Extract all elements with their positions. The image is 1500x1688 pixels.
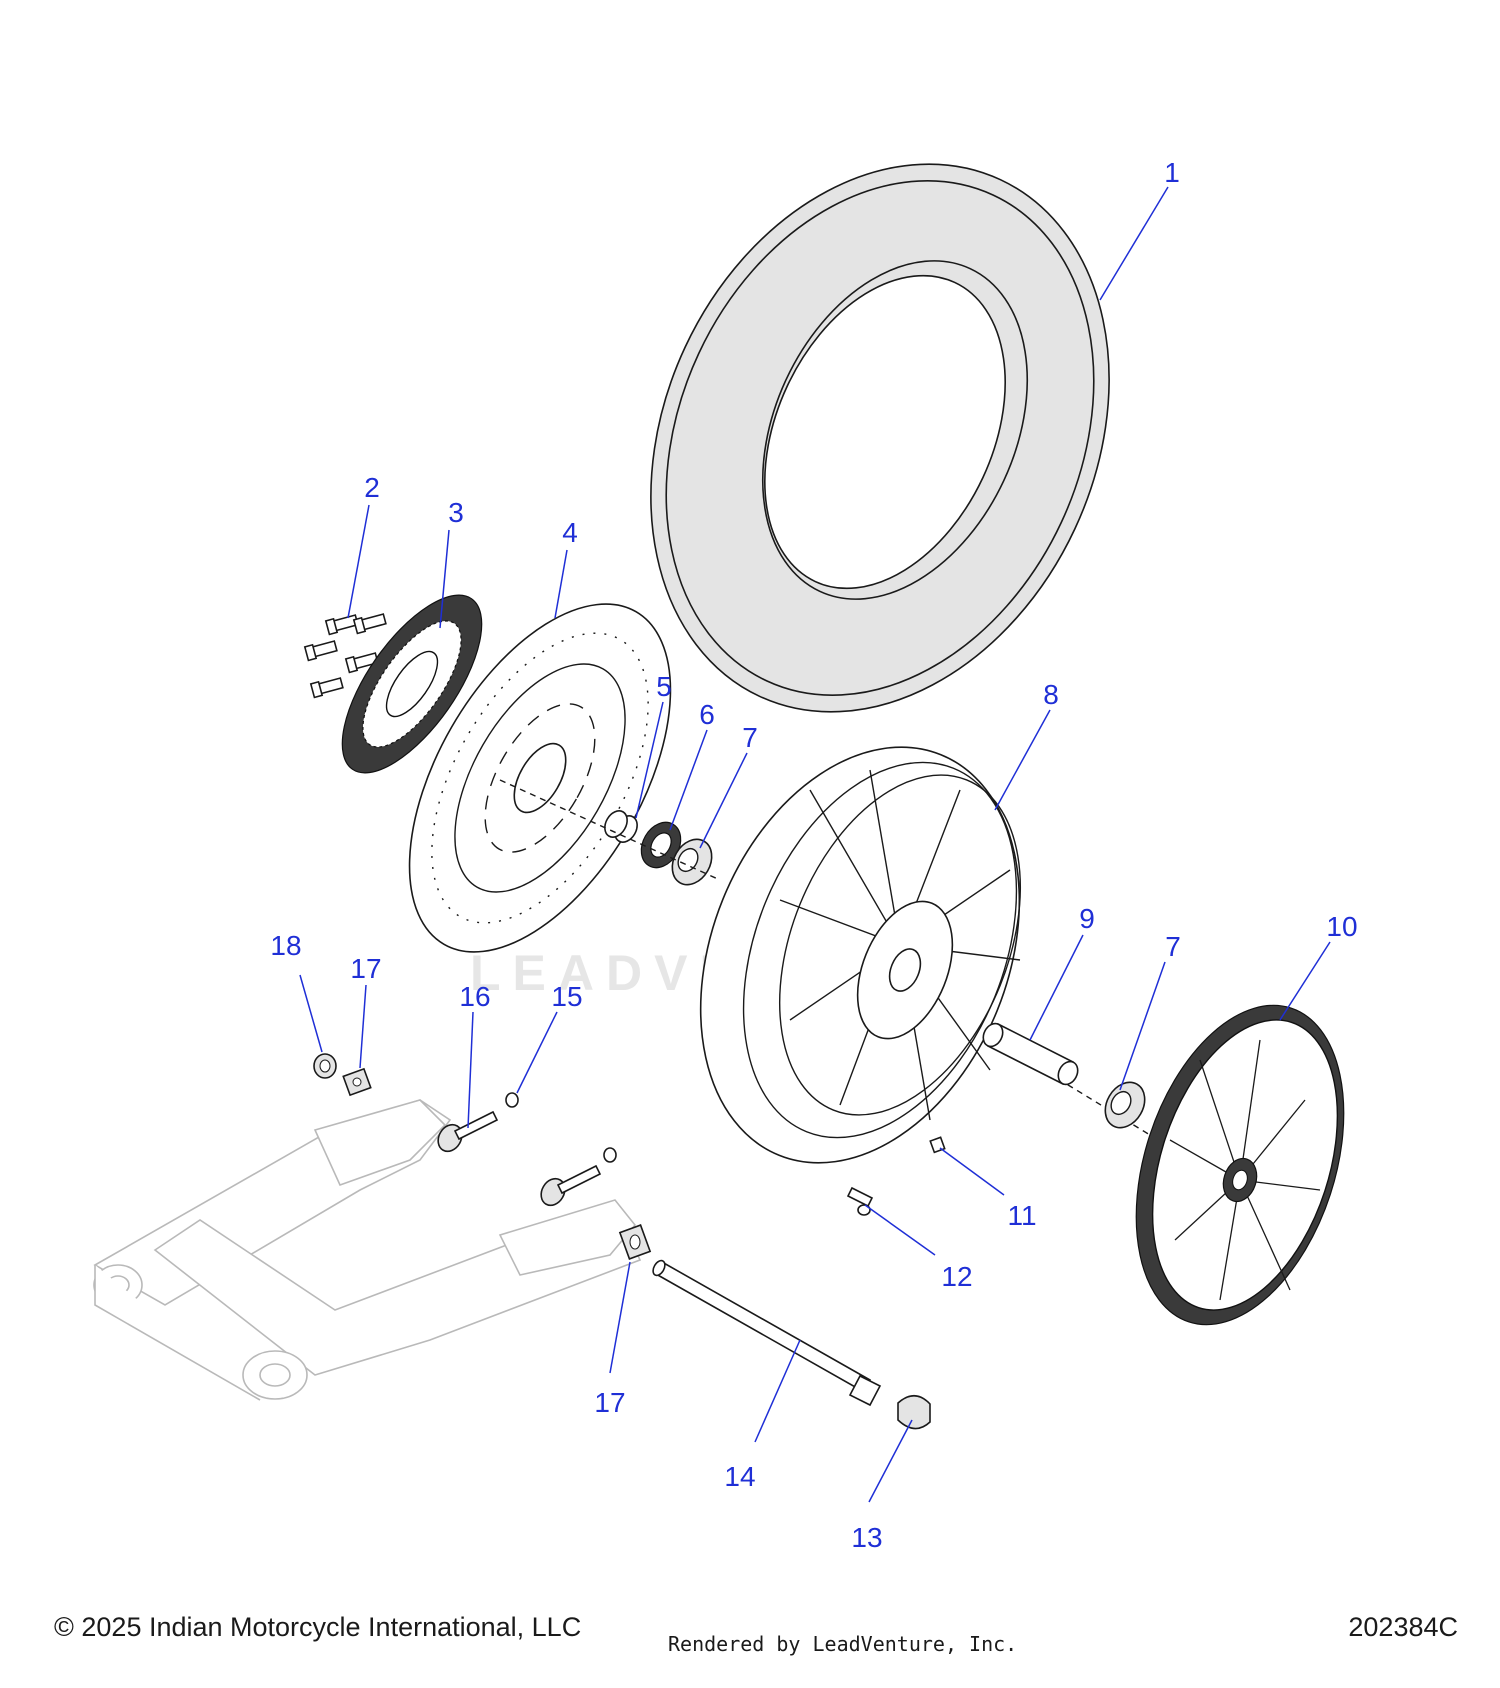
callout-5: 5 — [656, 671, 672, 702]
callout-3: 3 — [448, 497, 464, 528]
nut-part — [313, 1053, 337, 1079]
callout-1: 1 — [1164, 157, 1180, 188]
adjuster-bolt-part — [437, 1110, 499, 1153]
small-nut-part — [505, 1092, 617, 1163]
leader-lines — [299, 186, 1331, 1503]
hub-spacer-part — [982, 1022, 1079, 1086]
callout-8: 8 — [1043, 679, 1059, 710]
callout-14: 14 — [724, 1461, 755, 1492]
callout-9: 9 — [1079, 903, 1095, 934]
copyright-text: © 2025 Indian Motorcycle International, … — [54, 1612, 582, 1642]
axle-part — [652, 1259, 882, 1407]
callout-16: 16 — [459, 981, 490, 1012]
valve-stem-part — [846, 1186, 874, 1216]
rendered-by-text: Rendered by LeadVenture, Inc. — [668, 1632, 1018, 1656]
callout-12: 12 — [941, 1261, 972, 1292]
bearing-left-part — [671, 838, 713, 886]
adjuster-bolt-lower-part — [540, 1164, 602, 1207]
callout-17-lower: 17 — [594, 1387, 625, 1418]
bolts-part — [303, 613, 387, 699]
callouts: 1 2 3 4 5 6 7 8 9 7 10 11 12 13 14 15 16… — [270, 157, 1357, 1553]
callout-18: 18 — [270, 930, 301, 961]
callout-7-right: 7 — [1165, 931, 1181, 962]
adjuster-plate-lower-part — [618, 1224, 652, 1260]
swingarm-ghost — [93, 1099, 642, 1401]
callout-6: 6 — [699, 699, 715, 730]
document-id: 202384C — [1348, 1612, 1458, 1642]
seal-part — [640, 821, 682, 869]
drive-pulley-part — [1135, 1004, 1345, 1326]
bearing-right-part — [1104, 1081, 1146, 1129]
adjuster-plate-part — [342, 1067, 372, 1097]
tire-part — [650, 163, 1110, 713]
callout-11: 11 — [1007, 1200, 1036, 1231]
brake-carrier-part — [341, 594, 483, 774]
callout-2: 2 — [364, 472, 380, 503]
callout-4: 4 — [562, 517, 578, 548]
axle-cap-part — [897, 1394, 931, 1430]
callout-17-upper: 17 — [350, 953, 381, 984]
callout-15: 15 — [551, 981, 582, 1012]
callout-7-left: 7 — [742, 722, 758, 753]
callout-13: 13 — [851, 1522, 882, 1553]
wheel-part — [699, 746, 1022, 1164]
callout-10: 10 — [1326, 911, 1357, 942]
